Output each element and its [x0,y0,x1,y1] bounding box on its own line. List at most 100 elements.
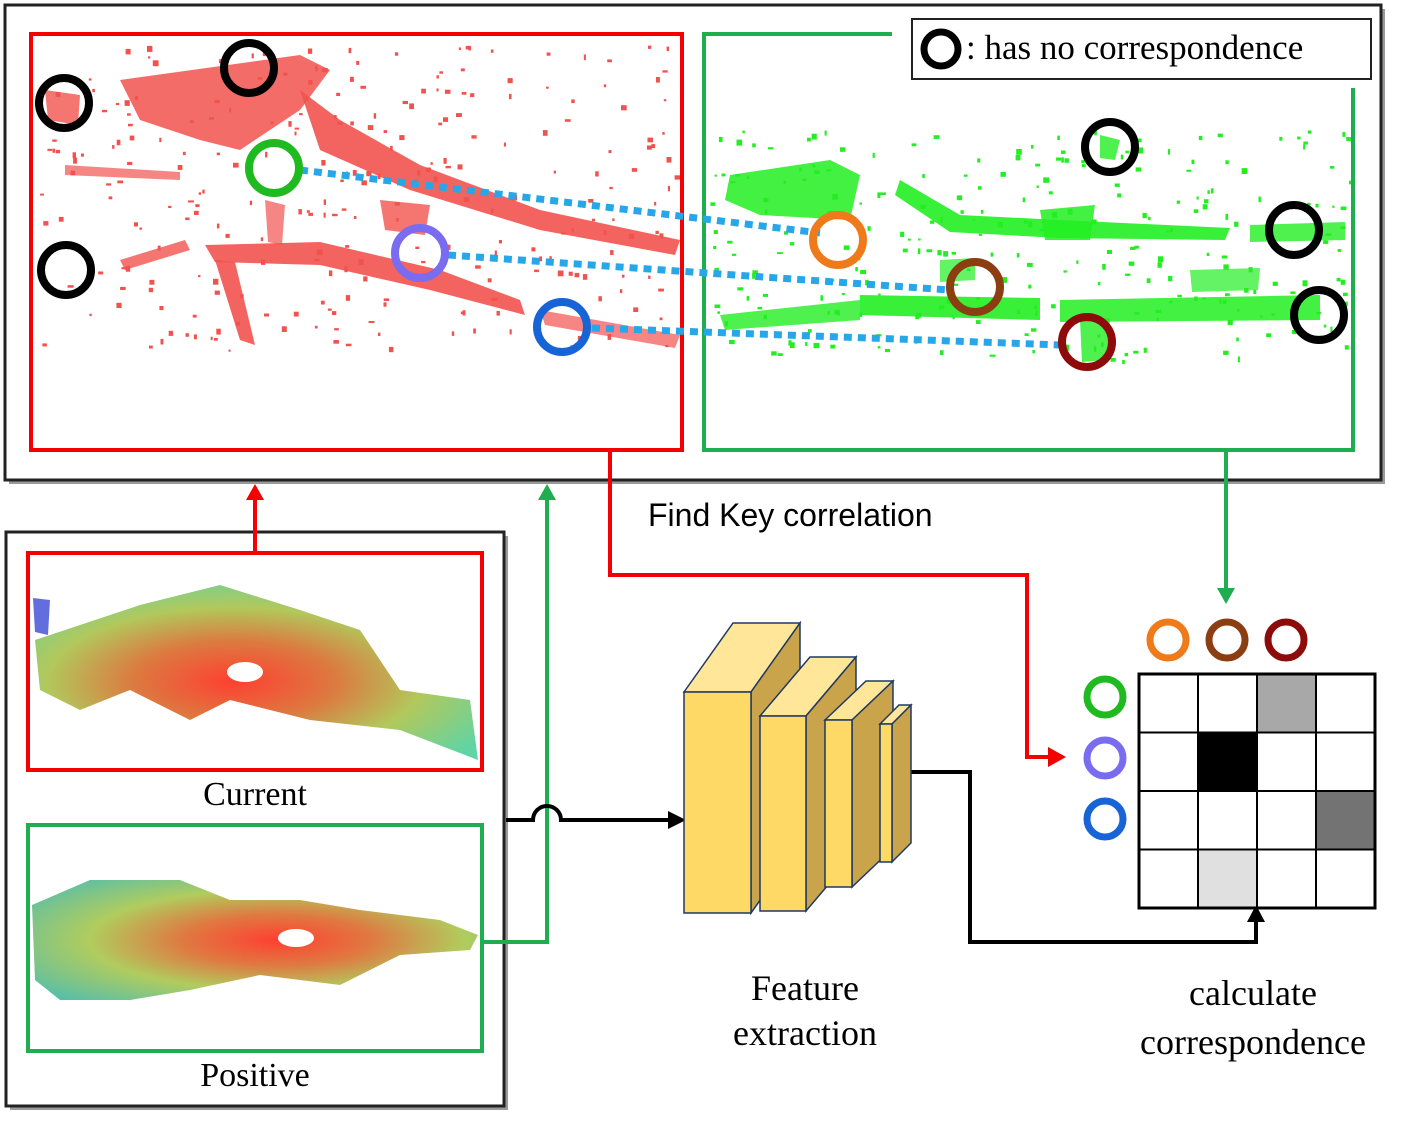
point [367,125,374,130]
point [1266,333,1272,338]
point [55,92,61,97]
point [321,68,328,73]
point [714,267,719,271]
point [409,103,414,110]
keypoint-brown-circle [946,258,1004,316]
arrow-feature-to-matrix-head [1247,905,1265,922]
matrix-cell [1315,731,1376,792]
point [827,311,830,315]
point [608,150,612,154]
point [350,121,354,126]
point [546,86,549,89]
point [159,306,164,311]
point [933,135,940,139]
point [768,147,774,150]
point [148,287,154,293]
point [598,296,602,302]
point [746,296,750,301]
point [724,321,728,327]
point [783,180,787,184]
point [182,151,186,156]
arrow-feature-to-matrix [910,770,1258,944]
point [1048,191,1053,195]
point [648,45,652,49]
arrow-current-to-matrix [608,450,1050,759]
point [337,121,343,125]
point [633,307,639,312]
point [710,202,716,206]
point [390,145,393,151]
point [373,113,377,119]
point [647,137,653,143]
point [1001,277,1007,283]
point [1110,358,1116,362]
point [128,123,133,127]
no-match-circle [220,39,278,97]
keypoint-darkred-circle [1058,313,1116,371]
point [841,293,845,296]
point [356,60,360,65]
point [667,185,670,192]
point [1024,219,1028,224]
point [147,45,153,52]
point [421,88,426,94]
point [1128,261,1135,266]
point [658,288,664,292]
point [345,245,350,248]
point [1101,342,1104,347]
point [784,231,789,235]
point [323,199,326,205]
point [1133,350,1139,354]
point [1290,291,1296,295]
point [314,258,320,262]
point [1222,300,1227,304]
matrix-row-keypoint-green [1083,675,1127,719]
matrix-cell [1138,848,1199,909]
point [496,311,500,316]
point [1342,132,1346,137]
point [447,244,451,250]
point [1168,276,1173,282]
point [149,345,153,349]
point [40,193,44,196]
point [487,278,492,283]
point [509,93,512,100]
point [127,161,133,165]
arrow-positive-up [482,498,549,944]
point [659,317,663,321]
point [149,279,155,285]
point [108,196,113,200]
point [216,328,221,335]
matrix-row-keypoint-blue [1083,797,1127,841]
keypoint-blue-circle [533,298,591,356]
point [348,47,352,54]
point [328,270,333,277]
point [929,220,935,224]
point [185,217,190,220]
point [456,113,462,117]
point [43,221,49,226]
point [1156,317,1159,321]
point [228,349,231,352]
point [799,167,802,172]
point [341,208,347,211]
point [539,256,542,262]
point [880,192,886,195]
matrix-cell [1197,731,1258,792]
point [631,168,638,172]
point [460,68,465,72]
point [939,305,945,310]
point [112,145,115,149]
arrow-current-to-matrix-head [1048,747,1066,767]
point [1206,252,1210,256]
point [1022,197,1025,203]
point [553,170,556,174]
matrix-cell [1256,731,1317,792]
point [777,353,783,356]
point [388,346,394,353]
point [721,173,726,177]
point [288,121,292,127]
point [399,135,405,141]
point [1158,256,1164,263]
point [81,153,84,157]
